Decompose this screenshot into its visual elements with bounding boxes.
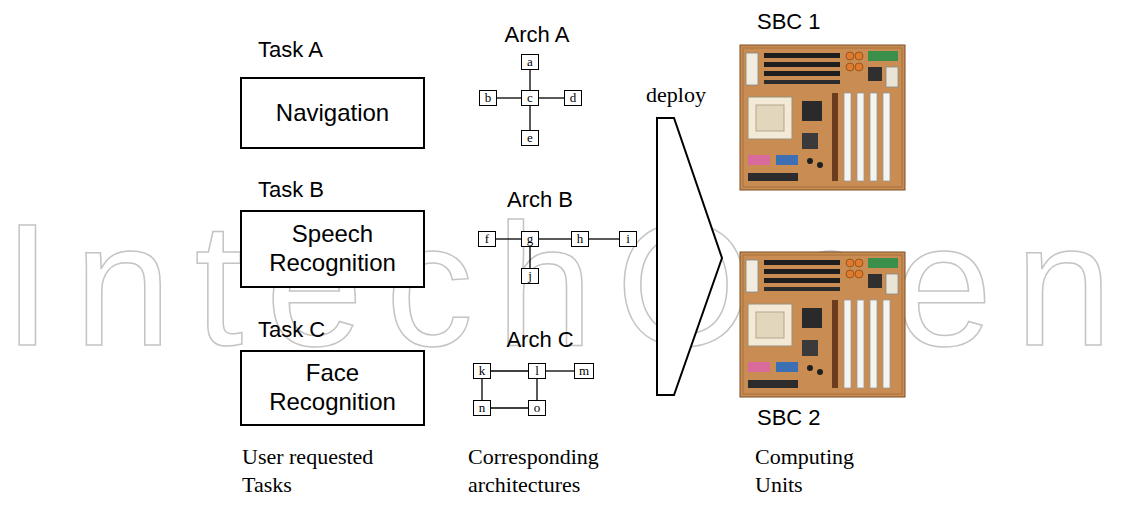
- connector-group: [482, 70, 619, 408]
- task-name: Speech Recognition: [252, 220, 413, 278]
- component-letter: j: [526, 269, 534, 283]
- link-line: [491, 370, 528, 371]
- link-line: [539, 97, 564, 98]
- arrow-label-slot: deploy: [646, 82, 706, 108]
- task-name: Navigation: [276, 99, 389, 128]
- component-box: h: [571, 231, 589, 247]
- column-caption: User requested Tasks: [242, 443, 407, 499]
- unit-title-slot: SBC 1: [757, 9, 821, 35]
- column-caption-slot: Computing Units: [755, 443, 880, 499]
- component-letter: g: [526, 232, 534, 246]
- task-node: Task B Speech Recognition: [240, 177, 425, 288]
- link-line: [589, 238, 619, 239]
- component-letter: e: [526, 131, 534, 145]
- unit-title: SBC 2: [757, 405, 821, 431]
- unit-title-slot: SBC 2: [757, 405, 821, 431]
- task-heading: Task C: [240, 317, 425, 343]
- component-box: b: [479, 90, 497, 106]
- component-letter: i: [624, 232, 632, 246]
- component-box: j: [521, 268, 539, 284]
- component-box: e: [521, 130, 539, 146]
- component-letter: d: [569, 91, 577, 105]
- component-letter: k: [478, 364, 486, 378]
- component-letter: l: [533, 364, 541, 378]
- component-box: l: [528, 363, 546, 379]
- column-caption: Computing Units: [755, 443, 880, 499]
- link-line: [529, 247, 530, 268]
- task-heading: Task B: [240, 177, 425, 203]
- architecture-title: Arch B: [507, 187, 573, 213]
- component-letter: h: [576, 232, 584, 246]
- component-box: c: [521, 90, 539, 106]
- architecture-title-slot: Arch B: [507, 187, 573, 213]
- task-node: Task C Face Recognition: [240, 317, 425, 426]
- component-letter: c: [526, 91, 534, 105]
- component-letter: b: [484, 91, 492, 105]
- link-line: [546, 370, 574, 371]
- component-box: o: [528, 400, 546, 416]
- component-box: a: [521, 54, 539, 70]
- architecture-title-slot: Arch A: [505, 22, 570, 48]
- component-letter: f: [483, 232, 491, 246]
- component-box: g: [521, 231, 539, 247]
- link-line: [497, 97, 521, 98]
- column-caption: Corresponding architectures: [468, 443, 633, 499]
- component-box: i: [619, 231, 637, 247]
- task-box: Speech Recognition: [240, 210, 425, 288]
- unit-title: SBC 1: [757, 9, 821, 35]
- architecture-title: Arch A: [505, 22, 570, 48]
- component-letter: n: [478, 401, 486, 415]
- board-picture: [740, 45, 905, 190]
- component-box: d: [564, 90, 582, 106]
- component-box: m: [574, 363, 594, 379]
- component-box: f: [478, 231, 496, 247]
- component-box: n: [473, 400, 491, 416]
- link-line: [529, 70, 530, 90]
- component-letter: m: [579, 364, 589, 378]
- link-line: [539, 238, 571, 239]
- link-line: [496, 238, 521, 239]
- architecture-title: Arch C: [506, 327, 573, 353]
- task-box: Face Recognition: [240, 350, 425, 426]
- task-node: Task A Navigation: [240, 37, 425, 149]
- task-heading: Task A: [240, 37, 425, 63]
- link-line: [536, 379, 537, 400]
- task-name: Face Recognition: [252, 359, 413, 417]
- component-box: k: [473, 363, 491, 379]
- architecture-title-slot: Arch C: [506, 327, 573, 353]
- arrow-label: deploy: [646, 82, 706, 108]
- column-caption-slot: User requested Tasks: [242, 443, 407, 499]
- link-line: [481, 379, 482, 400]
- column-caption-slot: Corresponding architectures: [468, 443, 633, 499]
- component-letter: o: [533, 401, 541, 415]
- link-line: [529, 106, 530, 130]
- deploy-arrow: [657, 118, 722, 395]
- board-picture: [740, 252, 905, 397]
- task-box: Navigation: [240, 77, 425, 149]
- component-letter: a: [526, 55, 534, 69]
- link-line: [491, 407, 528, 408]
